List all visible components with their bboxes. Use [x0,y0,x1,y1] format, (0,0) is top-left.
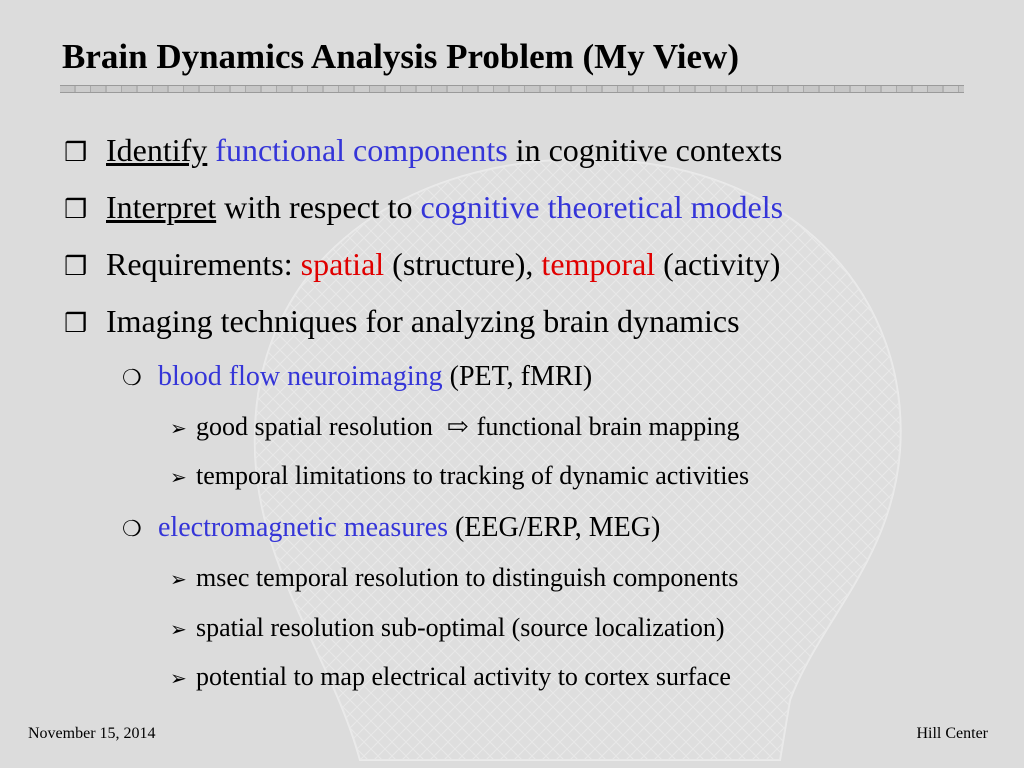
footer-organization: Hill Center [916,725,988,742]
subsubbullet-cortex-mapping: ➢potential to map electrical activity to… [170,662,731,691]
circle-bullet-icon: ❍ [122,365,142,390]
arrowhead-bullet-icon: ➢ [170,418,187,440]
slide-title: Brain Dynamics Analysis Problem (My View… [62,37,739,76]
subbullet-blood-flow: ❍blood flow neuroimaging (PET, fMRI) [122,361,593,392]
square-bullet-icon: ❒ [64,252,88,281]
title-divider [60,85,964,93]
subsubbullet-temporal-limitations: ➢temporal limitations to tracking of dyn… [170,461,750,490]
subsubbullet-spatial-suboptimal: ➢spatial resolution sub-optimal (source … [170,613,725,642]
subsubbullet-spatial-resolution: ➢good spatial resolution⇨functional brai… [170,412,740,441]
arrowhead-bullet-icon: ➢ [170,619,187,641]
footer-date: November 15, 2014 [28,725,156,742]
square-bullet-icon: ❒ [64,195,88,224]
circle-bullet-icon: ❍ [122,516,142,541]
bullet-imaging: ❒Imaging techniques for analyzing brain … [64,303,740,339]
square-bullet-icon: ❒ [64,138,88,167]
arrowhead-bullet-icon: ➢ [170,668,187,690]
arrowhead-bullet-icon: ➢ [170,467,187,489]
subbullet-electromagnetic: ❍electromagnetic measures (EEG/ERP, MEG) [122,512,661,543]
bullet-requirements: ❒Requirements: spatial (structure), temp… [64,246,781,282]
subsubbullet-msec-resolution: ➢msec temporal resolution to distinguish… [170,563,739,592]
bullet-identify: ❒Identify functional components in cogni… [64,132,783,168]
right-arrow-icon: ⇨ [446,412,469,441]
square-bullet-icon: ❒ [64,309,88,338]
arrowhead-bullet-icon: ➢ [170,569,187,591]
bullet-interpret: ❒Interpret with respect to cognitive the… [64,189,784,225]
